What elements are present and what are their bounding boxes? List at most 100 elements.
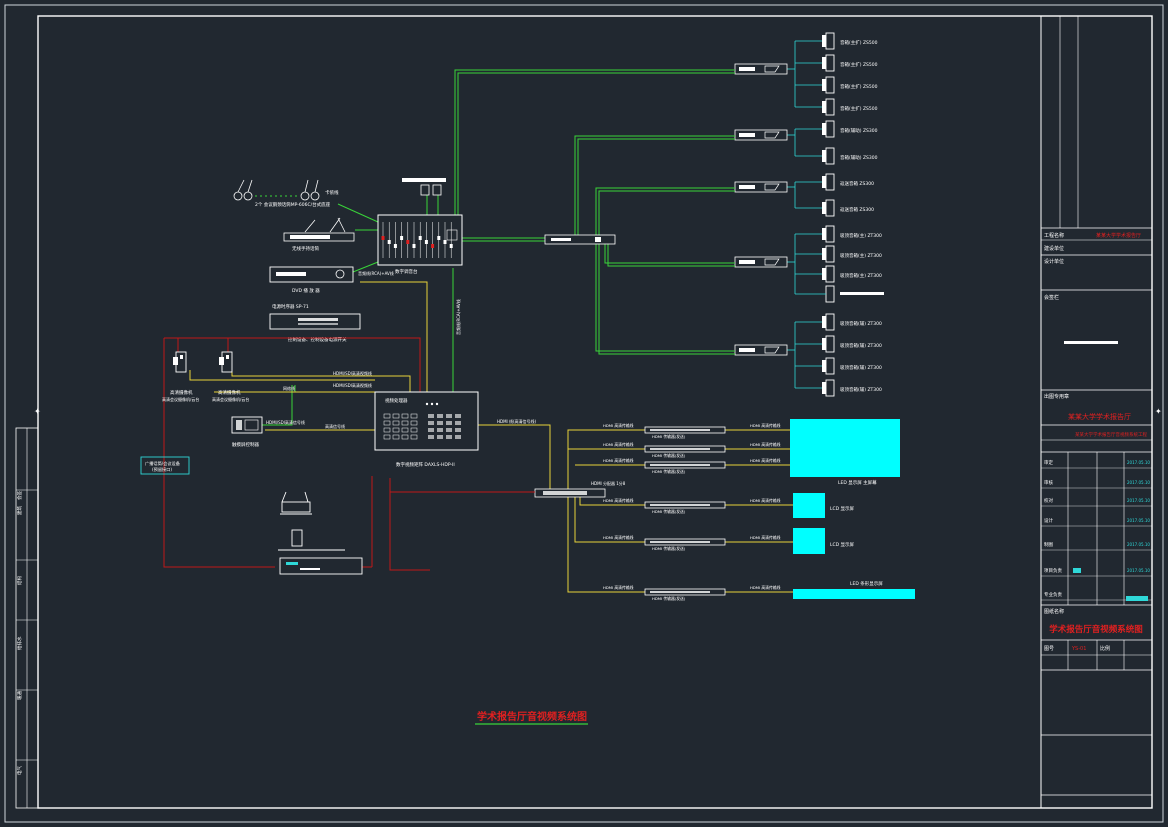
matrix-port: [401, 427, 409, 433]
matrix-top-label: 视频处理器: [385, 397, 408, 404]
matrix-port: [383, 427, 391, 433]
matrix-port: [437, 421, 443, 425]
project-label: 工程名称: [1044, 232, 1064, 239]
tx-label: HDMI 传输器(发送): [652, 469, 686, 474]
matrix-port: [428, 414, 434, 418]
tx-link-label: HDMI 高清传输线: [603, 585, 634, 590]
cam2-label: 高清摄像机: [218, 389, 241, 396]
matrix-out-label: HDMI 线(高清信号线): [497, 418, 537, 424]
main-led-screen: [790, 419, 900, 477]
power-seq-label: 电源时序器 SP-71: [272, 303, 309, 310]
frame-marker-left: ✦: [34, 407, 41, 416]
mixer-label: 数字调音台: [395, 268, 418, 275]
touch-panel-label: 触摸屏控制器: [232, 441, 259, 448]
side-lcd-1: [793, 493, 825, 518]
gooseneck-mics: 2个 会议鹅颈话筒MP-606C/台式底座 卡侬线: [233, 179, 339, 208]
matrix-port: [410, 420, 418, 426]
touch-panel: 触摸屏控制器: [231, 416, 263, 448]
red-line-2: 某某大学学术报告厅音视频系统工程: [1075, 431, 1147, 438]
broadcast-label: 广播话筒/会议设备: [145, 460, 181, 467]
mixer-knob: [393, 244, 397, 248]
matrix-port: [455, 428, 461, 432]
speaker-label: 音箱(主扩) ZS500: [840, 83, 878, 90]
speaker-label: 返送音箱 ZS300: [840, 206, 874, 213]
matrix-port: [428, 421, 434, 425]
left-strip-label: 给排水: [16, 636, 23, 650]
matrix-port: [455, 421, 461, 425]
mixer-knob: [443, 240, 447, 244]
tb-role: 制图: [1044, 541, 1053, 548]
matrix-port: [401, 413, 409, 419]
cam2-sub: 高清会议摄像机/云台: [212, 396, 249, 402]
matrix-port: [437, 435, 443, 439]
matrix-port: [392, 427, 400, 433]
dvd-label: DVD 播 放 器: [292, 287, 320, 294]
wireless-router: [280, 491, 312, 515]
stamp-bar: [1064, 341, 1118, 344]
stamp-label: 出图专用章: [1044, 393, 1069, 400]
matrix-port: [455, 414, 461, 418]
wireless-mic-receiver: 无线手持话筒: [283, 217, 355, 252]
main-screen-label: LED 显示屏 主屏幕: [838, 479, 877, 486]
matrix-port: [392, 434, 400, 440]
left-strip-label: 结构: [16, 576, 23, 585]
tx-label: HDMI 传输器(发送): [652, 596, 686, 601]
rx-link-label: HDMI 高清传输线: [750, 423, 781, 428]
tx-link-label: HDMI 高清传输线: [603, 458, 634, 463]
matrix-port: [383, 420, 391, 426]
rx-link-label: HDMI 高清传输线: [750, 535, 781, 540]
control-links: [163, 337, 535, 571]
matrix-port: [446, 435, 452, 439]
tb-date: 2017.05.10: [1127, 460, 1150, 465]
tx-label: HDMI 传输器(发送): [652, 509, 686, 514]
broadcast-box: 广播话筒/会议设备 (预留接口): [140, 456, 190, 475]
sheet-no: YS-01: [1071, 646, 1086, 652]
speaker-label: 音箱(主扩) ZS500: [840, 105, 878, 112]
tb-date: 2017.05.10: [1127, 542, 1150, 547]
tx-label: HDMI 传输器(发送): [652, 546, 686, 551]
scale-label: 比例: [1100, 645, 1110, 652]
drawing-title: 学术报告厅音视频系统图: [477, 710, 587, 723]
side-lcd-2: [793, 528, 825, 554]
amplifier-3: [734, 181, 788, 193]
drawing-name-label: 图纸名称: [1044, 608, 1064, 615]
speaker-label: 吸顶音箱(主) ZT300: [840, 232, 882, 239]
rx-link-label: HDMI 高清传输线: [750, 585, 781, 590]
speaker-label: 吸顶音箱(辅) ZT300: [840, 342, 882, 349]
amplifier-2: [734, 129, 788, 141]
matrix-port: [410, 413, 418, 419]
matrix-port: [437, 414, 443, 418]
matrix-port: [410, 427, 418, 433]
mixer-knob: [387, 240, 391, 244]
matrix-port: [410, 434, 418, 440]
tx-link-label: HDMI 高清传输线: [603, 423, 634, 428]
speaker-group-5: 吸顶音箱(辅) ZT300 吸顶音箱(辅) ZT300 吸顶音箱(辅) ZT300 吸…: [787, 313, 882, 397]
strip-label: LED 条形显示屏: [850, 580, 883, 587]
amplifier-row: [734, 63, 788, 356]
tb-date: 2017.05.10: [1127, 498, 1150, 503]
tb-role: 项目负责: [1044, 567, 1062, 574]
vertical-link-label: 音频线(RCA)+AV线: [455, 299, 461, 335]
speaker-label: 吸顶音箱(主) ZT300: [840, 252, 882, 259]
speaker-label: 吸顶音箱(辅) ZT300: [840, 386, 882, 393]
hdmi-splitter: HDMI 分配器 1分8: [534, 480, 626, 498]
title-block: 工程名称 某某大学学术报告厅 建设单位 设计单位 会签栏 出图专用章 某某大学学…: [1040, 15, 1153, 809]
matrix-port: [446, 421, 452, 425]
speaker-label: 吸顶音箱(辅) ZT300: [840, 364, 882, 371]
left-strip-label: 会签: [16, 491, 23, 500]
hdmi-link-6: HDMI 传输器(发送) HDMI 高清传输线 HDMI 高清传输线: [603, 585, 781, 601]
hd-camera-1: 高清摄像机 高清会议摄像机/云台: [162, 351, 199, 402]
speaker-label: 吸顶音箱(辅) ZT300: [840, 320, 882, 327]
amplifier-1: [734, 63, 788, 75]
tb-role: 专业负责: [1044, 591, 1062, 598]
tb-mark: [1126, 596, 1148, 601]
matrix-port: [428, 435, 434, 439]
rx-link-label: HDMI 高清传输线: [750, 442, 781, 447]
